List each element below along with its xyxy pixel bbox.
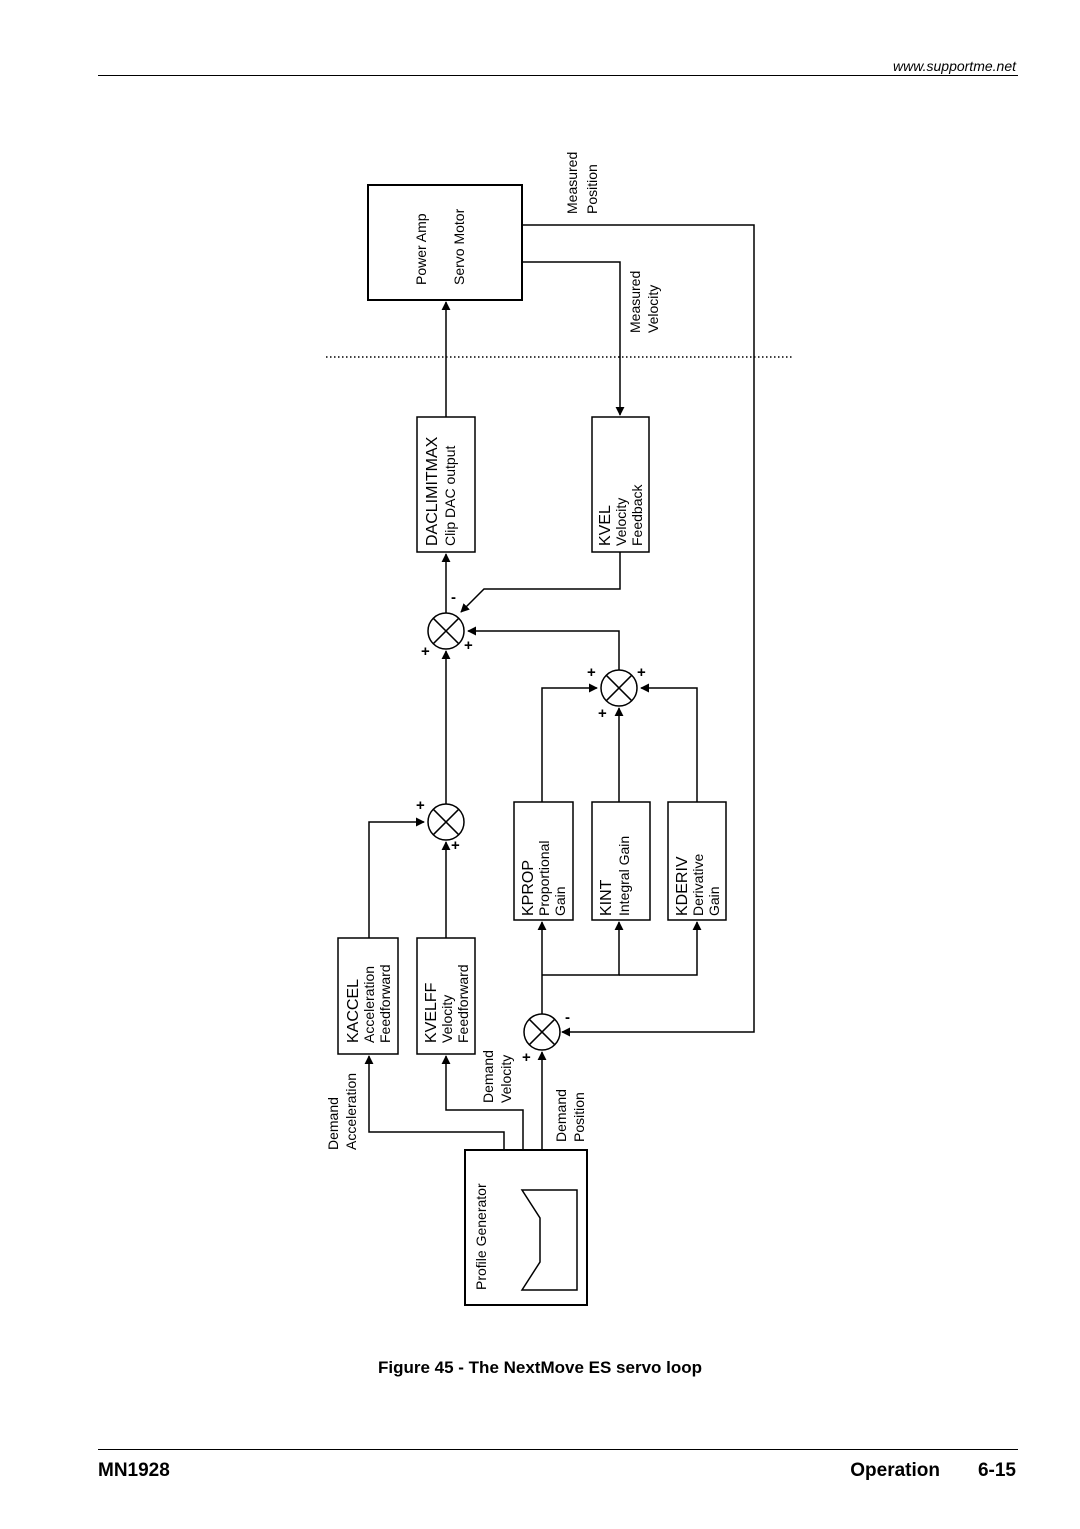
svg-text:Clip DAC output: Clip DAC output xyxy=(442,446,458,546)
svg-text:+: + xyxy=(416,797,425,814)
svg-text:Position: Position xyxy=(584,164,600,214)
profile-waveform xyxy=(520,1189,578,1291)
svg-text:Position: Position xyxy=(571,1092,587,1142)
kprop-block xyxy=(513,801,574,921)
servo-loop-diagram: Profile Generator KACCEL Acceleration Fe… xyxy=(325,152,792,1306)
demand-velocity-label: Demand Velocity xyxy=(480,1050,514,1103)
kprop-label: KPROP Proportional Gain xyxy=(520,841,568,917)
svg-text:Feedforward: Feedforward xyxy=(455,964,471,1043)
svg-text:+: + xyxy=(598,705,607,722)
daclimit-label: DACLIMITMAX Clip DAC output xyxy=(424,436,458,546)
sum-junction-feedforward xyxy=(427,803,465,841)
kderiv-label: KDERIV Derivative Gain xyxy=(674,854,722,916)
svg-text:+: + xyxy=(637,664,646,681)
document-code: MN1928 xyxy=(98,1460,170,1481)
kaccel-block xyxy=(337,937,399,1055)
power-amp-block xyxy=(367,184,523,301)
svg-text:KACCEL: KACCEL xyxy=(345,979,362,1043)
profile-generator-block xyxy=(464,1149,588,1306)
svg-text:Velocity: Velocity xyxy=(498,1055,514,1103)
footer-rule xyxy=(98,1449,1018,1450)
junction-signs: + - + + + + + + + - xyxy=(416,589,646,1066)
header-rule xyxy=(98,75,1018,76)
svg-text:Velocity: Velocity xyxy=(645,285,661,333)
sum-junction-position xyxy=(523,1013,561,1051)
svg-text:+: + xyxy=(451,837,460,854)
svg-text:+: + xyxy=(464,637,473,654)
svg-text:Acceleration: Acceleration xyxy=(361,966,377,1043)
svg-text:Derivative: Derivative xyxy=(690,854,706,916)
pid-to-main-sum-line xyxy=(467,626,620,670)
svg-text:Measured: Measured xyxy=(627,271,643,333)
svg-text:KVEL: KVEL xyxy=(597,505,614,546)
kaccel-label: KACCEL Acceleration Feedforward xyxy=(345,964,393,1043)
site-url: www.supportme.net xyxy=(893,58,1016,74)
measured-position-label: Measured Position xyxy=(564,152,600,214)
svg-text:Demand: Demand xyxy=(553,1089,569,1142)
measured-velocity-label: Measured Velocity xyxy=(627,271,661,333)
demand-velocity-line xyxy=(441,1055,524,1150)
svg-text:+: + xyxy=(522,1049,531,1066)
svg-text:Integral Gain: Integral Gain xyxy=(616,836,632,916)
kderiv-to-sum-line xyxy=(640,683,698,802)
svg-text:Feedback: Feedback xyxy=(629,484,645,546)
kvelff-label: KVELFF Velocity Feedforward xyxy=(423,964,471,1043)
sum-junction-main xyxy=(427,612,465,650)
svg-text:Demand: Demand xyxy=(325,1097,341,1150)
demand-position-label: Demand Position xyxy=(553,1089,587,1142)
power-amp-label: Power Amp Servo Motor xyxy=(413,208,467,285)
profile-generator-label: Profile Generator xyxy=(473,1183,489,1290)
svg-text:DACLIMITMAX: DACLIMITMAX xyxy=(424,436,441,546)
error-to-kderiv-line xyxy=(619,921,702,976)
figure-caption: Figure 45 - The NextMove ES servo loop xyxy=(377,1358,703,1377)
svg-text:Feedforward: Feedforward xyxy=(377,964,393,1043)
svg-text:Proportional: Proportional xyxy=(536,841,552,917)
svg-text:-: - xyxy=(451,589,456,606)
demand-acceleration-line xyxy=(364,1055,505,1150)
kvel-label: KVEL Velocity Feedback xyxy=(597,484,645,546)
svg-text:Gain: Gain xyxy=(706,886,722,916)
svg-text:Gain: Gain xyxy=(552,886,568,916)
svg-text:+: + xyxy=(587,664,596,681)
kprop-to-sum-line xyxy=(541,683,598,802)
kvel-to-main-sum-line xyxy=(460,552,621,613)
measured-position-line xyxy=(522,224,755,1037)
svg-text:Servo Motor: Servo Motor xyxy=(451,208,467,285)
svg-text:+: + xyxy=(421,643,430,660)
svg-text:Velocity: Velocity xyxy=(439,995,455,1043)
svg-text:KINT: KINT xyxy=(598,879,615,916)
svg-text:Acceleration: Acceleration xyxy=(343,1073,359,1150)
svg-text:KVELFF: KVELFF xyxy=(423,982,440,1043)
demand-acceleration-label: Demand Acceleration xyxy=(325,1073,359,1150)
svg-text:-: - xyxy=(565,1009,570,1026)
svg-text:KDERIV: KDERIV xyxy=(674,856,691,916)
kaccel-to-sum-line xyxy=(368,817,425,938)
page-number: 6-15 xyxy=(977,1460,1016,1481)
kint-label: KINT Integral Gain xyxy=(598,836,632,916)
svg-text:Velocity: Velocity xyxy=(613,498,629,546)
kint-block xyxy=(591,801,651,921)
section-label: Operation xyxy=(850,1460,940,1481)
measured-velocity-line xyxy=(522,261,625,416)
error-to-kint-line xyxy=(542,921,624,976)
sum-junction-pid xyxy=(600,669,638,707)
svg-text:Power Amp: Power Amp xyxy=(413,213,429,285)
svg-text:Demand: Demand xyxy=(480,1050,496,1103)
svg-text:KPROP: KPROP xyxy=(520,860,537,916)
svg-text:Measured: Measured xyxy=(564,152,580,214)
